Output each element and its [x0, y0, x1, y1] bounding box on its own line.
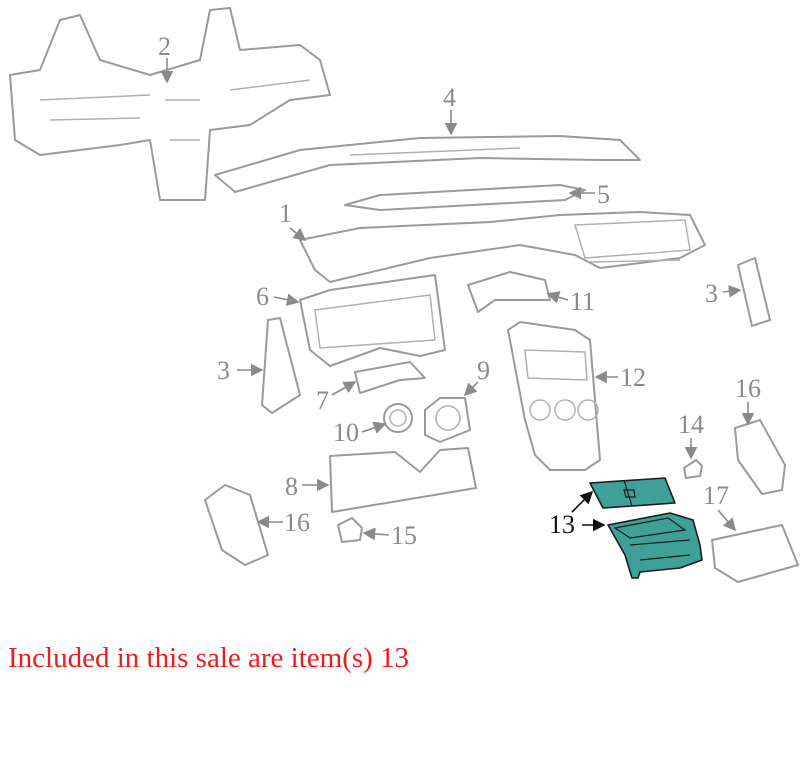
label-6: 6 — [256, 282, 269, 311]
part-16-left-vent — [204, 484, 269, 566]
part-3-right-trim — [737, 257, 771, 327]
label-7: 7 — [316, 386, 329, 415]
part-11-cover — [467, 271, 551, 313]
label-3-right: 3 — [705, 279, 718, 308]
part-7-trim — [354, 361, 426, 394]
callout-labels: 2 4 5 1 6 11 3 3 12 7 9 16 10 14 8 17 13… — [158, 32, 761, 550]
label-15: 15 — [391, 521, 417, 550]
part-13-glovebox-bin — [607, 512, 703, 579]
label-10: 10 — [333, 418, 359, 447]
label-11: 11 — [570, 287, 595, 316]
label-9: 9 — [477, 356, 490, 385]
label-14: 14 — [678, 410, 704, 439]
label-1: 1 — [279, 199, 292, 228]
part-16-right-vent — [734, 419, 786, 495]
label-4: 4 — [443, 83, 456, 112]
part-12-center-bezel — [507, 321, 601, 471]
label-3-left: 3 — [217, 356, 230, 385]
label-8: 8 — [285, 472, 298, 501]
label-16-left: 16 — [284, 508, 310, 537]
part-13-glovebox-door — [589, 477, 676, 509]
part-8-lower-panel — [329, 447, 477, 513]
label-5: 5 — [597, 180, 610, 209]
part-4-defroster — [214, 135, 641, 193]
part-17-vent — [711, 524, 799, 583]
part-9-bezel — [424, 397, 471, 443]
label-16-right: 16 — [735, 374, 761, 403]
part-5-trim — [344, 184, 586, 211]
label-17: 17 — [703, 481, 729, 510]
part-1-panel — [299, 211, 706, 283]
part-3-left-trim — [261, 317, 301, 414]
label-2: 2 — [158, 32, 171, 61]
part-6-cluster-bezel — [299, 274, 446, 367]
part-10-knob — [383, 403, 413, 433]
sale-caption: Included in this sale are item(s) 13 — [8, 642, 410, 674]
part-2-crossbeam — [9, 7, 331, 201]
part-15-clip — [337, 517, 363, 543]
label-13: 13 — [549, 510, 575, 539]
part-14-clip — [683, 459, 703, 479]
label-12: 12 — [620, 363, 646, 392]
